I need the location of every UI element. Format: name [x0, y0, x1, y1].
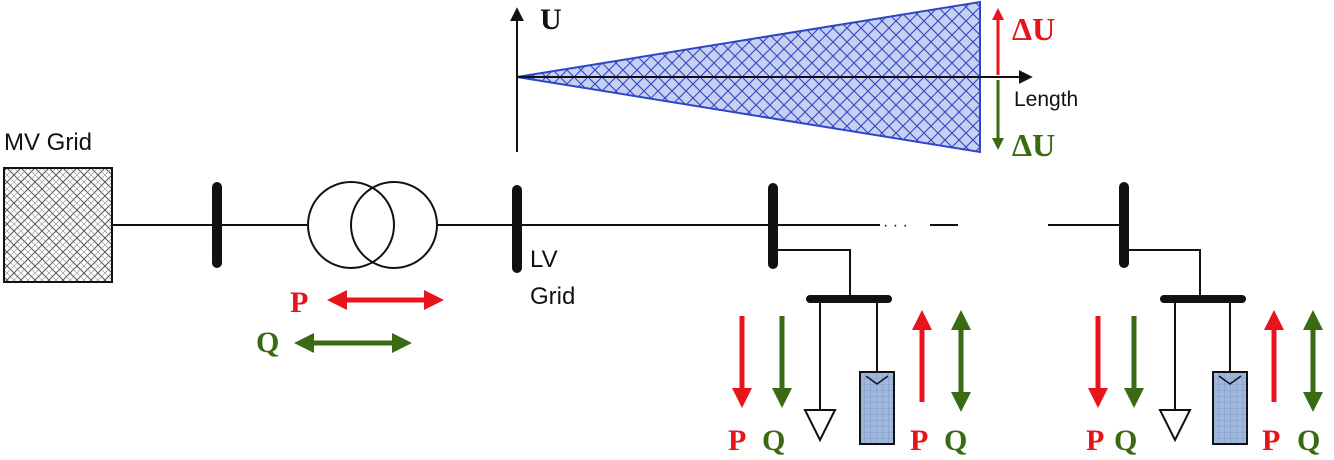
busbar-icon — [512, 185, 522, 273]
node-2: P Q P Q — [1086, 249, 1323, 457]
busbar-icon — [806, 295, 892, 303]
line-ellipsis: · · · — [883, 217, 908, 234]
lv-grid-label-line1: LV — [530, 246, 558, 273]
pv-q-label: Q — [1297, 424, 1320, 457]
load-p-label: P — [1086, 424, 1104, 457]
u-axis-label: U — [540, 3, 562, 36]
length-axis-label: Length — [1014, 88, 1078, 111]
hatched-box-icon — [3, 167, 113, 283]
load-triangle-icon — [1158, 409, 1192, 443]
transformer-icon — [307, 181, 438, 269]
voltage-profile: U Length ΔU ΔU — [510, 0, 1078, 163]
busbar-icon — [212, 182, 222, 268]
load-q-label: Q — [762, 424, 785, 457]
busbar-icon — [1119, 182, 1129, 268]
mv-grid-label: MV Grid — [4, 129, 92, 156]
pv-panel-icon — [859, 371, 895, 445]
busbar-icon — [1160, 295, 1246, 303]
pv-q-label: Q — [944, 424, 967, 457]
pv-panel-icon — [1212, 371, 1248, 445]
pv-p-label: P — [910, 424, 928, 457]
transformer-q-label: Q — [256, 326, 279, 359]
busbar-icon — [768, 183, 778, 269]
pv-p-label: P — [1262, 424, 1280, 457]
transformer-p-label: P — [290, 286, 308, 319]
load-q-label: Q — [1114, 424, 1137, 457]
lv-grid-label-line2: Grid — [530, 283, 575, 310]
load-triangle-icon — [803, 409, 837, 443]
delta-u-down-label: ΔU — [1012, 127, 1055, 163]
delta-u-up-label: ΔU — [1012, 11, 1055, 47]
load-p-label: P — [728, 424, 746, 457]
node-1: P Q P Q — [728, 249, 971, 457]
